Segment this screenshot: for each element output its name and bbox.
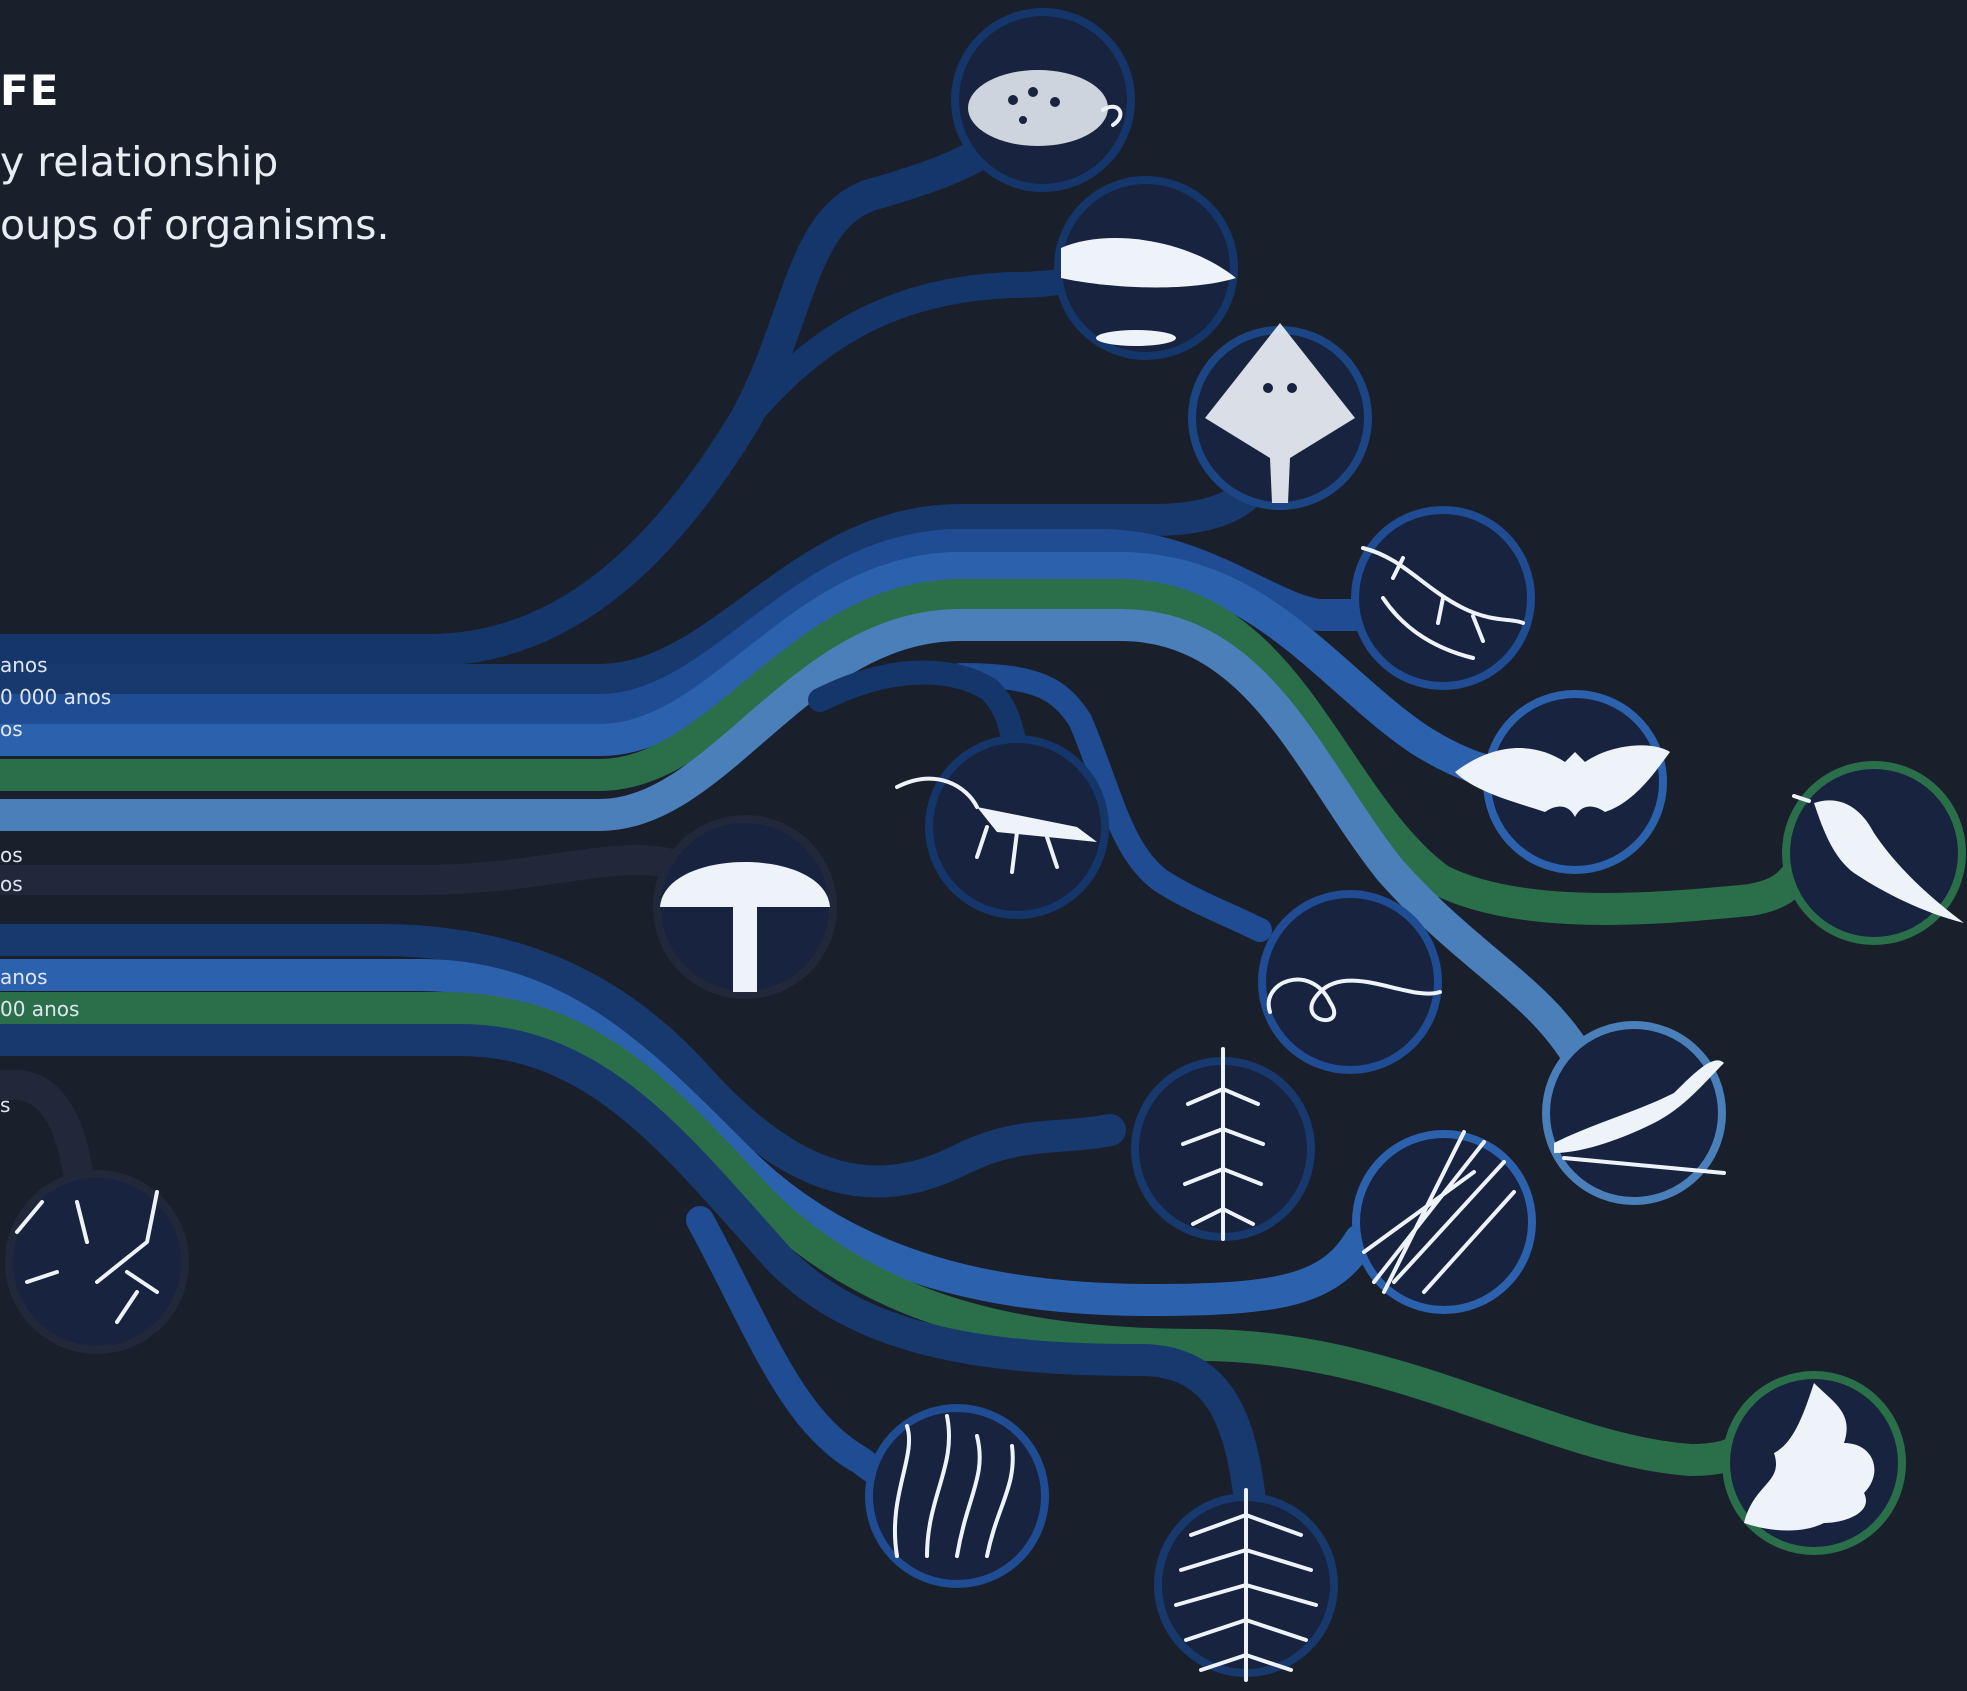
sponge-icon (968, 70, 1123, 146)
node-pine[interactable] (1352, 1130, 1536, 1314)
lamprey-icon (1061, 238, 1236, 346)
node-mushroom[interactable] (653, 815, 837, 999)
bird-icon (1792, 794, 1964, 923)
branch-bacteria (0, 1070, 95, 1205)
branch-label-8: s (0, 1093, 10, 1117)
pine-icon (1362, 1130, 1516, 1294)
branch-bat (0, 552, 1536, 791)
node-sponge[interactable] (951, 8, 1135, 192)
branch-worm (948, 663, 1272, 942)
subtitle-line-2: oups of organisms. (0, 201, 390, 249)
algae-icon (892, 1414, 1015, 1558)
node-oak[interactable] (1722, 1371, 1906, 1555)
branch-label-2: 0 000 anos (0, 685, 111, 709)
node-horsetail[interactable] (1131, 1047, 1315, 1241)
branch-pine (0, 959, 1376, 1317)
node-bird[interactable] (1782, 761, 1966, 945)
branch-label-6: anos (0, 965, 48, 989)
node-lamprey[interactable] (1054, 176, 1238, 360)
subtitle-line-1: y relationship (0, 138, 279, 186)
branch-lizard (0, 609, 1596, 1076)
node-ray[interactable] (1188, 323, 1372, 510)
bat-icon (1455, 745, 1670, 817)
mantis-icon (895, 776, 1097, 874)
page-title: FE (0, 66, 60, 115)
branch-mushroom (0, 844, 715, 895)
lizard-icon (1554, 1060, 1726, 1175)
node-bacteria[interactable] (5, 1170, 189, 1354)
branch-sponge (0, 89, 1051, 666)
node-mantis[interactable] (895, 735, 1109, 919)
branch-label-4: os (0, 843, 23, 867)
branch-oak (0, 992, 1756, 1477)
branch-label-3: os (0, 717, 23, 741)
ray-icon (1205, 323, 1355, 503)
node-algae[interactable] (865, 1404, 1049, 1588)
branch-label-1: anos (0, 653, 48, 677)
salamander-icon (1361, 546, 1525, 660)
fern-icon (1174, 1488, 1318, 1682)
bacteria-icon (15, 1190, 159, 1324)
branch-bird (0, 579, 1816, 925)
branch-fern (0, 1024, 1266, 1516)
node-lizard[interactable] (1542, 1021, 1726, 1205)
node-worm[interactable] (1258, 890, 1442, 1074)
worm-icon (1266, 977, 1442, 1023)
node-salamander[interactable] (1351, 506, 1535, 690)
branch-mantis (808, 660, 1032, 772)
node-bat[interactable] (1455, 690, 1670, 874)
horsetail-icon (1181, 1047, 1265, 1241)
branch-label-7: 00 anos (0, 997, 79, 1021)
oak-leaf-icon (1744, 1383, 1875, 1531)
mushroom-icon (660, 862, 830, 992)
branch-label-5: os (0, 872, 23, 896)
node-fern[interactable] (1154, 1488, 1338, 1682)
branch-horsetail (0, 924, 1126, 1198)
